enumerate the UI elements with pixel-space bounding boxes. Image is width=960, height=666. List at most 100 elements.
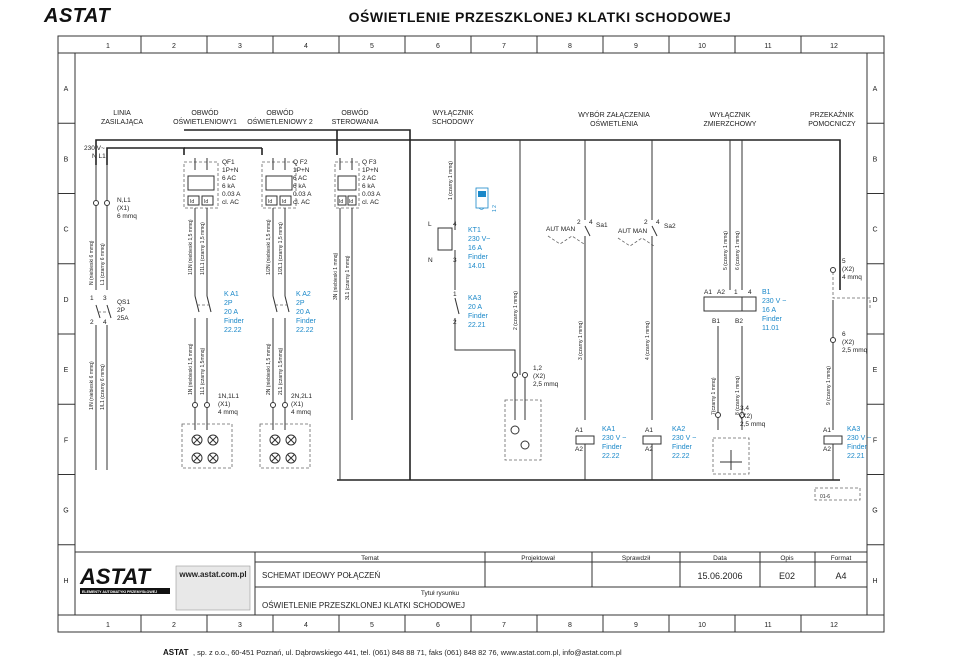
footer-address: , sp. z o.o., 60-451 Poznań, ul. Dąbrows… [193, 648, 622, 657]
qf1-id-2: Id [204, 199, 208, 205]
kt1-dip: 1 2 [492, 205, 498, 212]
aux-relay[interactable]: 5 (X2) 4 mmq 6 (X2) 2,5 mmq 9 (czarny 1 … [814, 258, 871, 501]
column-label: 9 [634, 43, 638, 50]
sa2-wire: 4 (czarny 1 mmq) [645, 321, 651, 360]
ka2-coil[interactable]: A1 A2 KA2 230 V ~ Finder 22.22 [642, 426, 696, 480]
pushbutton-icon [510, 425, 520, 435]
ka1-label-1: K A1 [224, 291, 239, 298]
qf1-label-1: QF1 [222, 159, 235, 166]
sa1-term-2: 2 [577, 219, 581, 226]
qf3-label-5: 0.03 A [362, 191, 381, 198]
tb-col-data: Data [713, 555, 727, 562]
pushbutton-icon [520, 440, 530, 450]
qf1-label-4: 6 kA [222, 183, 236, 190]
ka3-term-1: 1 [453, 291, 457, 298]
section-twilight-line2: ZMIERZCHOWY [704, 121, 757, 128]
section-circuit2-line2: OŚWIETLENIOWY 2 [247, 117, 313, 126]
row-label: F [873, 437, 877, 444]
sa2-label: Sa2 [664, 223, 676, 230]
ka1-label-5: 22.22 [224, 327, 242, 334]
aux-t5-3: 4 mmq [842, 274, 862, 281]
qs1-term-4: 4 [103, 319, 107, 326]
ka3-label-3: Finder [468, 313, 489, 320]
kt1-term-n: N [428, 257, 433, 264]
coil-ka2-label-2: 230 V ~ [672, 435, 696, 442]
ka2-label-5: 22.22 [296, 327, 314, 334]
b1-term-b1: B1 [712, 318, 720, 325]
ka1-contactor[interactable]: K A1 2P 20 A Finder 22.22 1N (niebieski … [188, 290, 245, 430]
aux-t6-2: (X2) [842, 339, 854, 346]
b1-label-1: B1 [762, 289, 771, 296]
ka2-terminal-3: 4 mmq [291, 409, 311, 416]
row-label: E [873, 367, 878, 374]
section-circuit1-line2: OŚWIETLENIOWY1 [173, 117, 237, 126]
b1-label-2: 230 V ~ [762, 298, 786, 305]
qf1-breaker[interactable]: Id Id QF1 1P+N 6 AC 6 kA 0.03 A cl. AC 1… [183, 158, 241, 290]
qf2-breaker[interactable]: Id Id Q F2 1P+N 6 AC 6 kA 0.03 A cl. AC … [261, 158, 312, 290]
b1-wire-5: 5 (czarny 1 mmq) [723, 231, 729, 270]
ka2-wire-l: 2L1 (czarny 1,5mmq) [278, 347, 284, 395]
qf3-label-4: 6 kA [362, 183, 376, 190]
b1-label-3: 16 A [762, 307, 776, 314]
tb-logo-tag: ELEMENTY AUTOMATYKI PRZEMYSŁOWEJ [82, 590, 157, 594]
coil-ka1-label-2: 230 V ~ [602, 435, 626, 442]
qf3-breaker[interactable]: Id Id Q F3 1P+N 2 AC 6 kA 0.03 A cl. AC … [333, 158, 381, 480]
lamp-icon [285, 434, 297, 446]
ka2-label-1: K A2 [296, 291, 311, 298]
tb-col-spr: Sprawdził [622, 555, 651, 562]
kt1-label-5: 14.01 [468, 263, 486, 270]
column-label: 4 [304, 43, 308, 50]
header: ASTAT OŚWIETLENIE PRZESZKLONEJ KLATKI SC… [40, 5, 731, 27]
title-block: Temat Projektował Sprawdził Data Opis Fo… [74, 551, 868, 616]
b1-terminal-1: 3,4 [740, 405, 749, 412]
b1-terminal-2: (X2) [740, 413, 752, 420]
ka1-lamps [181, 423, 233, 469]
qf1-label-2: 1P+N [222, 167, 239, 174]
ka1-coil[interactable]: A1 A2 KA1 230 V ~ Finder 22.22 [575, 426, 626, 480]
tb-col-opis: Opis [780, 555, 794, 562]
ka3-contact[interactable]: 1 2 KA3 20 A Finder 22.21 2 (czarny 1 mm… [453, 140, 559, 461]
tb-web[interactable]: www.astat.com.pl [178, 570, 246, 579]
tb-subtitle: OŚWIETLENIE PRZESZKLONEJ KLATKI SCHODOWE… [262, 601, 465, 610]
sa1-term-4: 4 [589, 219, 593, 226]
column-label: 3 [238, 622, 242, 629]
coil-ka1-label-3: Finder [602, 444, 623, 451]
qf2-label-6: cl. AC [293, 199, 310, 206]
ka2-contactor[interactable]: K A2 2P 20 A Finder 22.22 2N (niebieski … [266, 290, 317, 430]
row-label: D [872, 297, 877, 304]
qs1-label-1: QS1 [117, 299, 130, 306]
sa1-selector[interactable]: AUT MAN 2 4 Sa1 3 (czarny 1 mmq) [546, 140, 608, 420]
kt1-stair-timer[interactable]: 1 (czarny 1 mmq) ON 1 2 L 4 N 3 KT1 230 … [428, 140, 498, 290]
qf1-label-5: 0.03 A [222, 191, 241, 198]
sa2-term-4: 4 [656, 219, 660, 226]
sa2-selector[interactable]: AUT MAN 2 4 Sa2 4 (czarny 1 mmq) [617, 140, 676, 420]
column-label: 12 [830, 622, 838, 629]
coil-ka1-a1: A1 [575, 427, 583, 434]
qf2-label-4: 6 kA [293, 183, 307, 190]
column-label: 1 [106, 43, 110, 50]
row-label: H [872, 578, 877, 585]
sa2-modes: AUT MAN [618, 228, 647, 235]
b1-twilight-switch[interactable]: 5 (czarny 1 mmq) 6 (czarny 1 mmq) A1 A2 … [703, 140, 786, 475]
header-logo[interactable]: ASTAT [43, 5, 111, 27]
aux-t6-3: 2,5 mmq [842, 347, 868, 354]
column-label: 5 [370, 43, 374, 50]
section-circuit1-line1: OBWÓD [191, 108, 218, 117]
section-stair-switch-line1: WYŁĄCZNIK [433, 110, 474, 117]
coil-ka3-a2: A2 [823, 446, 831, 453]
qf1-label-6: cl. AC [222, 199, 239, 206]
qf3-wire-n: 3N (niebieski 1 mmq) [333, 252, 339, 300]
row-label: G [63, 508, 68, 515]
column-label: 8 [568, 43, 572, 50]
tb-col-temat: Temat [361, 555, 379, 562]
qs1-switch[interactable]: 1 3 2 4 QS1 2P 25A [90, 295, 130, 326]
column-label: 6 [436, 43, 440, 50]
qf1-id-1: Id [190, 199, 194, 205]
section-selection-line2: OŚWIETLENIA [590, 119, 638, 128]
ka2-label-3: 20 A [296, 309, 310, 316]
column-label: 7 [502, 622, 506, 629]
ka2-label-2: 2P [296, 300, 305, 307]
ka1-wire-n: 1N (niebieski 1,5 mmq) [188, 343, 194, 395]
